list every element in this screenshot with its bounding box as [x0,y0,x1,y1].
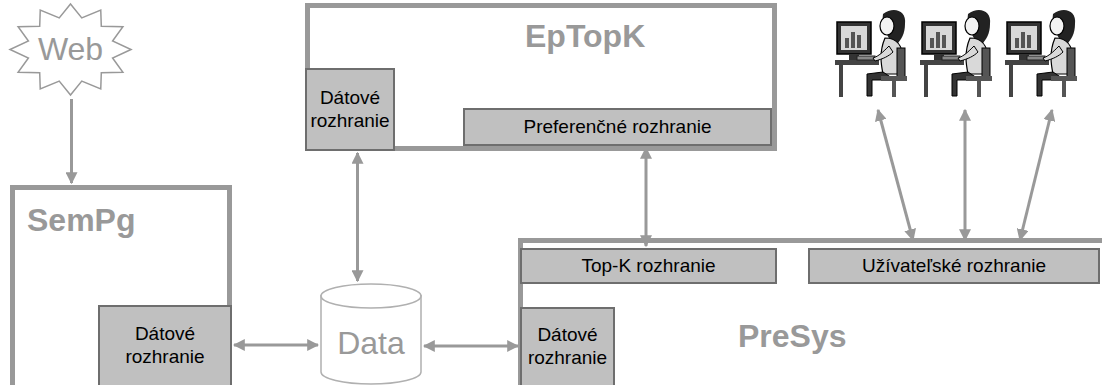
connector-arrow [645,148,648,246]
interface-box: Užívateľské rozhranie [808,248,1100,284]
system-title: EpTopK [525,18,645,55]
user-arrow [964,110,967,240]
system-box: PreSys Top-K rozhranie Užívateľské rozhran… [518,238,1102,385]
system-title: SemPg [27,202,135,239]
interface-label: Top-K rozhranie [581,255,715,278]
interface-label: Užívateľské rozhranie [862,255,1046,278]
interface-box: Preferenčné rozhranie [463,108,772,146]
user-icon [1005,10,1077,97]
database-cylinder: Data [320,283,422,385]
user-arrow [1020,110,1052,240]
interface-box: Dátové rozhranie [305,68,395,151]
interface-box: Dátové rozhranie [98,305,232,385]
system-box: EpTopK Dátové rozhraniePreferenčné rozhra… [305,3,777,151]
interface-box: Top-K rozhranie [520,248,777,284]
system-box: SemPgDátové rozhranie [10,185,232,385]
system-title: PreSys [738,318,847,355]
connector-arrow [424,345,518,348]
user-icon [835,10,907,97]
node-label: Web [38,31,103,68]
cloud-outline [10,4,131,95]
interface-box: Dátové rozhranie [520,307,615,385]
connector-arrow [70,99,73,183]
cylinder-outline [321,284,421,308]
connector-arrow [356,153,359,281]
interface-label: Preferenčné rozhranie [524,116,712,139]
connector-arrow [234,344,318,347]
node-label: Data [337,325,405,362]
web-cloud: Web [8,2,133,97]
user-arrow [878,110,913,240]
interface-label: Dátové rozhranie [526,324,609,370]
interface-label: Dátové rozhranie [310,87,389,133]
user-icon [920,10,992,97]
interface-label: Dátové rozhranie [104,323,226,369]
